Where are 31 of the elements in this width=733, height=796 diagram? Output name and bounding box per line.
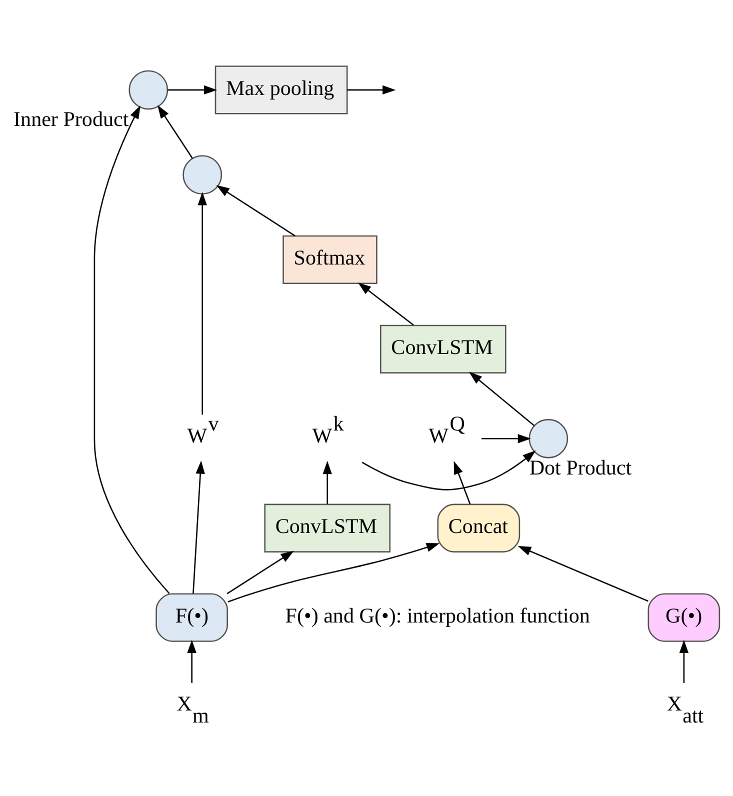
node-box: G(•) <box>648 592 720 642</box>
node-label: Dot Product <box>529 455 632 480</box>
label: F(•) and G(•): interpolation function <box>285 603 590 628</box>
node-box: Max pooling <box>214 65 348 114</box>
arrow <box>187 639 196 682</box>
arrow <box>322 460 332 504</box>
node-label: Inner Product <box>14 106 129 130</box>
arrow <box>362 450 536 490</box>
node-circle <box>128 70 168 110</box>
arrow <box>158 104 193 158</box>
arrow <box>679 639 689 682</box>
node-box: Concat <box>437 503 520 552</box>
node-circle <box>528 418 568 458</box>
arrow <box>347 84 396 94</box>
node-box: ConvLSTM <box>380 324 506 373</box>
arrow <box>468 371 535 426</box>
arrow <box>228 542 440 602</box>
node-box: ConvLSTM <box>264 503 391 552</box>
arrow <box>358 282 414 326</box>
arrow <box>518 545 648 602</box>
arrow <box>198 192 207 414</box>
arrow <box>226 550 294 594</box>
arrow <box>94 105 170 594</box>
arrow <box>481 434 532 443</box>
arrow <box>216 184 296 236</box>
node-box: Softmax <box>282 234 378 284</box>
arrow <box>192 460 205 594</box>
arrow <box>454 460 471 504</box>
arrow <box>168 84 218 94</box>
node-circle <box>182 154 222 194</box>
node-box: F(•) <box>156 592 228 642</box>
